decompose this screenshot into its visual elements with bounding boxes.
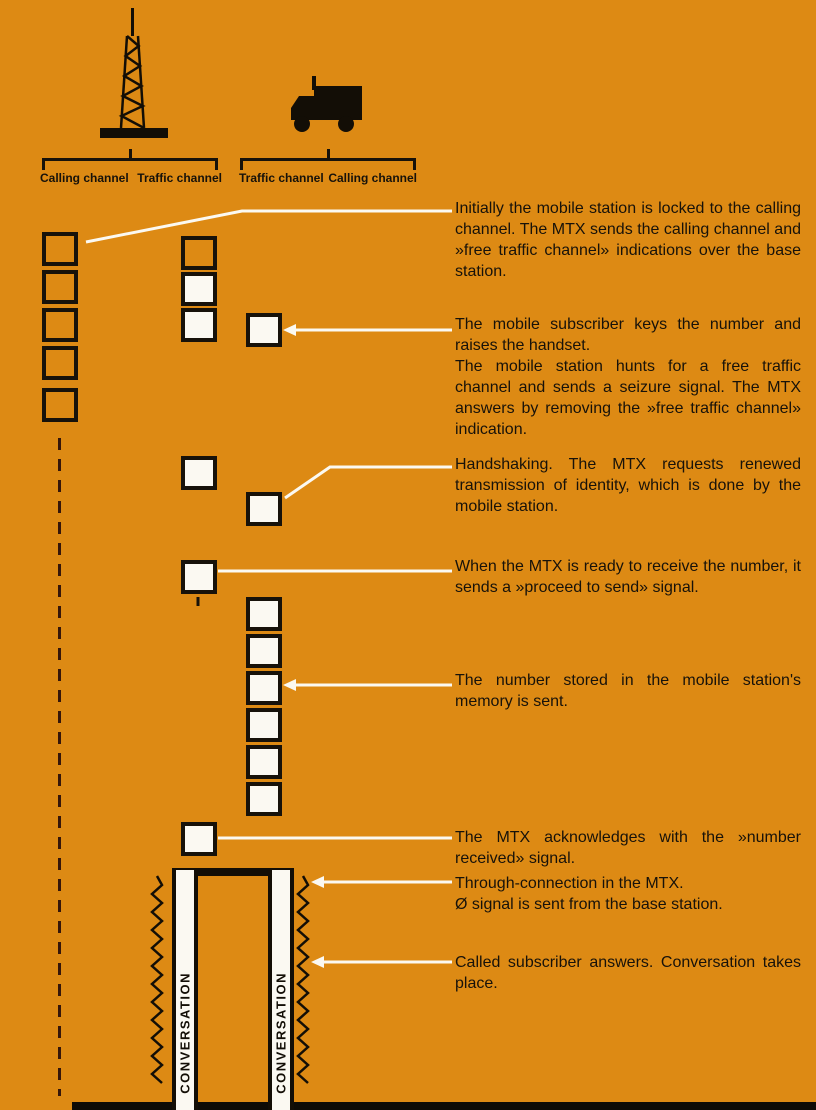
- number-received-square: [181, 822, 217, 856]
- calling-channel-signal-square: [42, 308, 78, 342]
- digit-square: [246, 634, 282, 668]
- traffic-channel-signal-square: [181, 236, 217, 270]
- conversation-label: CONVERSATION: [177, 972, 193, 1094]
- step-text-2: The mobile subscriber keys the number an…: [455, 316, 801, 438]
- step-text-6: The MTX acknowledges with the »number re…: [455, 829, 801, 867]
- seizure-signal-square: [246, 313, 282, 347]
- mobile-station-channels-bracket: [240, 149, 416, 170]
- step-text-4: When the MTX is ready to receive the num…: [455, 558, 801, 596]
- step-text-5: The number stored in the mobile station'…: [455, 672, 801, 710]
- bracket-end: [215, 160, 218, 170]
- truck-icon: [291, 76, 362, 132]
- calling-channel-dashed-line: [58, 438, 61, 1096]
- conversation-zigzag-left: [150, 875, 164, 1084]
- arrowhead: [283, 679, 296, 691]
- radio-tower-icon: [100, 8, 168, 138]
- conversation-bar-right: CONVERSATION: [268, 870, 294, 1110]
- digit-square: [246, 782, 282, 816]
- conversation-bar-left: CONVERSATION: [172, 870, 198, 1110]
- page-bottom-edge: [72, 1102, 816, 1110]
- digit-square: [246, 671, 282, 705]
- through-connection-bar: [172, 868, 294, 876]
- identity-response-square: [246, 492, 282, 526]
- mobile-station-channel-labels: Traffic channel Calling channel: [239, 171, 417, 185]
- label-traffic-channel-mobile: Traffic channel: [239, 171, 324, 185]
- digit-square: [246, 597, 282, 631]
- arrowhead: [311, 876, 324, 888]
- bracket-end: [240, 160, 243, 170]
- label-calling-channel-mobile: Calling channel: [328, 171, 417, 185]
- proceed-to-send-square: [181, 560, 217, 594]
- bracket-pointer: [129, 149, 132, 159]
- calling-channel-signal-square: [42, 346, 78, 380]
- step-text-3: Handshaking. The MTX requests renewed tr…: [455, 456, 801, 515]
- step-text-1: Initially the mobile station is locked t…: [455, 200, 801, 280]
- free-traffic-channel-square: [181, 272, 217, 306]
- label-traffic-channel-base: Traffic channel: [137, 171, 222, 185]
- connector-line-step-3: [284, 465, 452, 500]
- calling-channel-signal-square: [42, 388, 78, 422]
- base-station-channels-bracket: [42, 149, 218, 170]
- digit-square: [246, 708, 282, 742]
- label-calling-channel-base: Calling channel: [40, 171, 129, 185]
- step-text-8: Called subscriber answers. Conversation …: [455, 954, 801, 992]
- bracket-pointer: [327, 149, 330, 159]
- bracket-end: [42, 160, 45, 170]
- arrowhead: [311, 956, 324, 968]
- identity-request-square: [181, 456, 217, 490]
- free-traffic-channel-square: [181, 308, 217, 342]
- arrowhead: [283, 324, 296, 336]
- conversation-label: CONVERSATION: [273, 972, 289, 1094]
- base-station-channel-labels: Calling channel Traffic channel: [40, 171, 222, 185]
- bracket-end: [413, 160, 416, 170]
- calling-channel-signal-square: [42, 232, 78, 266]
- calling-channel-signal-square: [42, 270, 78, 304]
- conversation-zigzag-right: [296, 875, 310, 1084]
- step-text-7: Through-connection in the MTX. Ø signal …: [455, 875, 723, 913]
- connector-line-step-1: [85, 209, 452, 244]
- digit-square: [246, 745, 282, 779]
